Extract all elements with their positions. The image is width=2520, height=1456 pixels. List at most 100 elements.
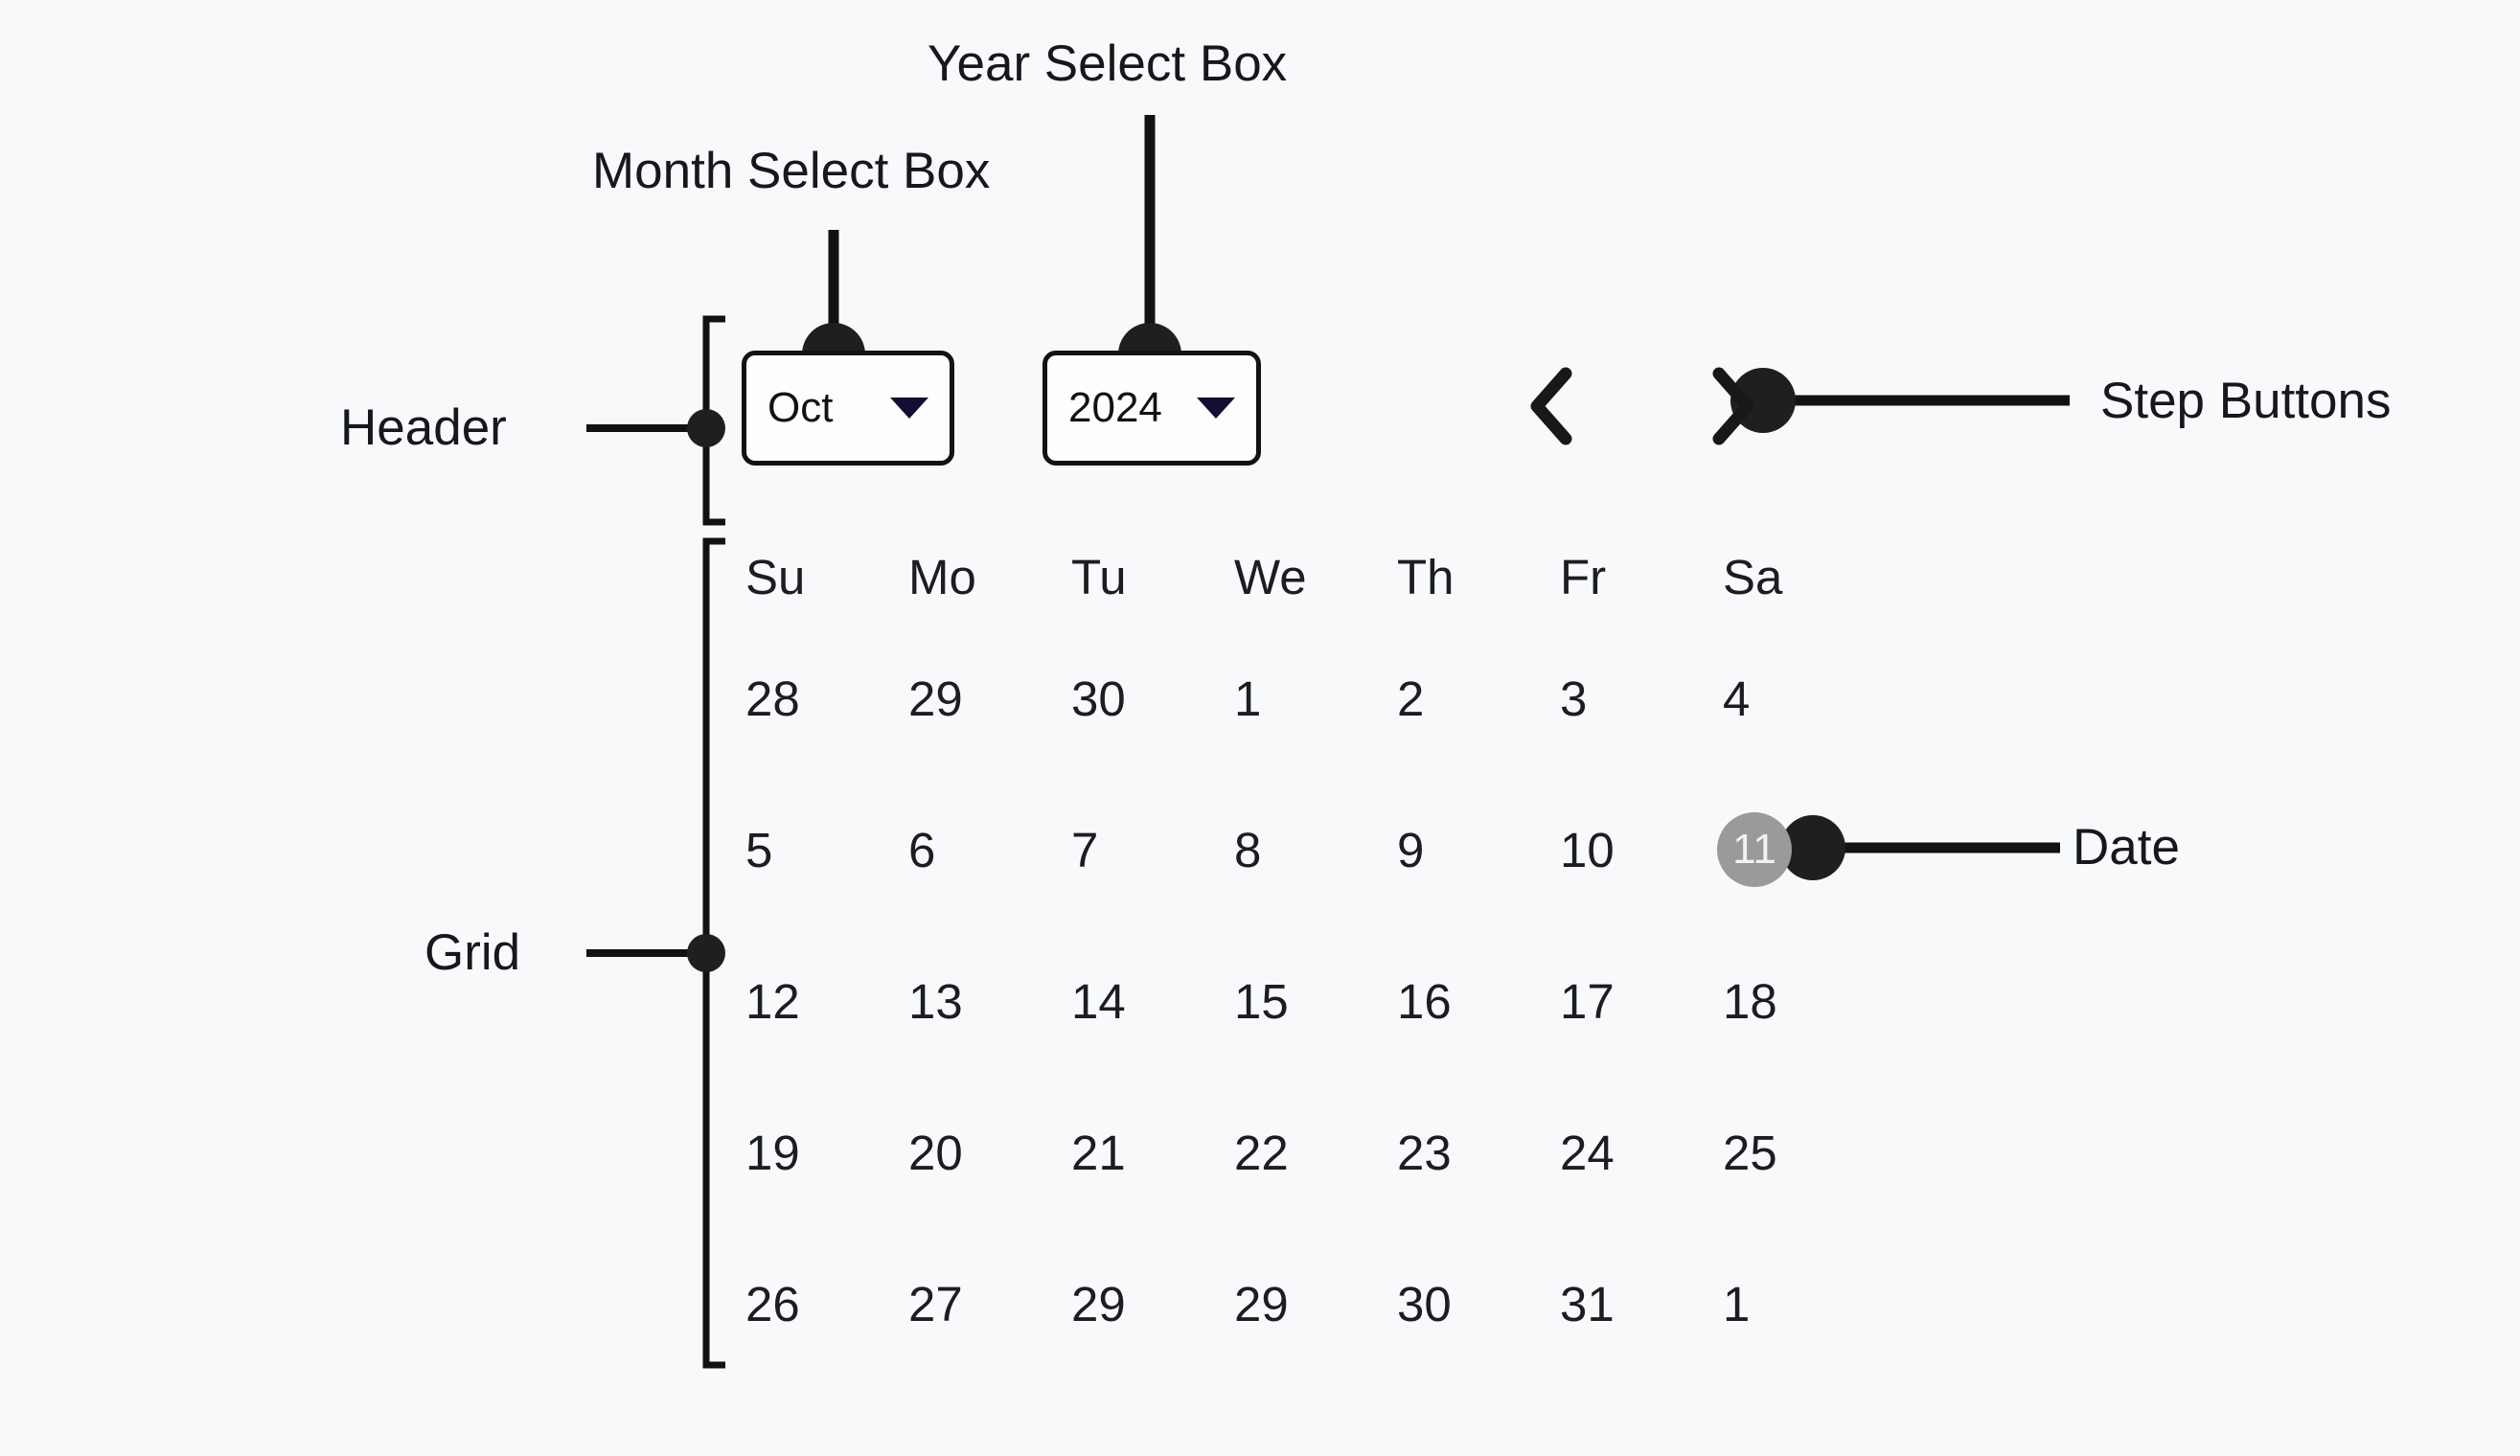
- day-number: 25: [1723, 1125, 1777, 1180]
- day-cell[interactable]: 7: [1064, 774, 1226, 925]
- week-row: 19 20 21 22 23 24 25: [738, 1077, 1849, 1228]
- day-number: 29: [1071, 1276, 1126, 1331]
- day-number: 1: [1723, 1276, 1751, 1331]
- day-number: 18: [1723, 973, 1777, 1029]
- grid-callout-dot: [687, 934, 725, 972]
- day-cell[interactable]: 14: [1064, 925, 1226, 1077]
- day-cell-selected[interactable]: 11: [1715, 774, 1878, 925]
- day-number: 30: [1397, 1276, 1452, 1331]
- weekday-label-tu: Tu: [1071, 549, 1127, 604]
- day-number: 21: [1071, 1125, 1126, 1180]
- day-cell[interactable]: 4: [1715, 623, 1878, 774]
- day-cell[interactable]: 29: [1064, 1228, 1226, 1379]
- day-cell[interactable]: 1: [1715, 1228, 1878, 1379]
- day-cell[interactable]: 21: [1064, 1077, 1226, 1228]
- day-number: 28: [745, 671, 800, 726]
- day-number: 5: [745, 822, 773, 877]
- day-number: 10: [1560, 822, 1615, 877]
- day-cell[interactable]: 30: [1064, 623, 1226, 774]
- day-number: 17: [1560, 973, 1615, 1029]
- annotation-year-select-box: Year Select Box: [928, 35, 1288, 92]
- next-month-button[interactable]: [1686, 358, 1778, 454]
- annotation-step-buttons: Step Buttons: [2100, 373, 2392, 429]
- day-number: 19: [745, 1125, 800, 1180]
- day-number: 9: [1397, 822, 1425, 877]
- header-bracket: [702, 315, 725, 526]
- month-select-value: Oct: [767, 384, 834, 431]
- day-cell[interactable]: 16: [1389, 925, 1552, 1077]
- day-cell[interactable]: 18: [1715, 925, 1878, 1077]
- weekday-label-sa: Sa: [1723, 549, 1783, 604]
- day-number: 8: [1234, 822, 1262, 877]
- day-number: 30: [1071, 671, 1126, 726]
- week-row: 26 27 29 29 30 31 1: [738, 1228, 1849, 1379]
- day-number: 23: [1397, 1125, 1452, 1180]
- weekday-label-we: We: [1234, 549, 1307, 604]
- day-cell[interactable]: 8: [1226, 774, 1389, 925]
- chevron-right-icon: [1712, 367, 1754, 445]
- day-cell[interactable]: 5: [738, 774, 901, 925]
- day-number: 15: [1234, 973, 1289, 1029]
- day-cell[interactable]: 12: [738, 925, 901, 1077]
- day-number: 6: [908, 822, 936, 877]
- weekday-label-fr: Fr: [1560, 549, 1607, 604]
- day-number: 11: [1717, 812, 1792, 887]
- day-cell[interactable]: 31: [1552, 1228, 1715, 1379]
- day-number: 3: [1560, 671, 1588, 726]
- weekday-label-th: Th: [1397, 549, 1455, 604]
- day-cell[interactable]: 20: [901, 1077, 1064, 1228]
- annotation-date: Date: [2073, 819, 2180, 876]
- day-number: 31: [1560, 1276, 1615, 1331]
- header-callout-dot: [687, 409, 725, 447]
- day-cell[interactable]: 28: [738, 623, 901, 774]
- annotation-header: Header: [340, 399, 507, 456]
- weekday-label-mo: Mo: [908, 549, 976, 604]
- day-cell[interactable]: 27: [901, 1228, 1064, 1379]
- day-cell[interactable]: 10: [1552, 774, 1715, 925]
- grid-bracket: [702, 537, 725, 1369]
- day-cell[interactable]: 9: [1389, 774, 1552, 925]
- prev-month-button[interactable]: [1504, 358, 1596, 454]
- day-cell[interactable]: 3: [1552, 623, 1715, 774]
- day-cell[interactable]: 13: [901, 925, 1064, 1077]
- day-cell[interactable]: 23: [1389, 1077, 1552, 1228]
- chevron-down-icon: [890, 398, 928, 419]
- day-cell[interactable]: 1: [1226, 623, 1389, 774]
- day-cell[interactable]: 22: [1226, 1077, 1389, 1228]
- month-select-box[interactable]: Oct: [742, 351, 954, 466]
- day-number: 13: [908, 973, 963, 1029]
- day-cell[interactable]: 2: [1389, 623, 1552, 774]
- year-select-value: 2024: [1068, 384, 1162, 431]
- day-number: 22: [1234, 1125, 1289, 1180]
- day-cell[interactable]: 30: [1389, 1228, 1552, 1379]
- annotation-month-select-box: Month Select Box: [592, 143, 991, 199]
- day-cell[interactable]: 29: [1226, 1228, 1389, 1379]
- day-cell[interactable]: 24: [1552, 1077, 1715, 1228]
- day-cell[interactable]: 25: [1715, 1077, 1878, 1228]
- day-number: 20: [908, 1125, 963, 1180]
- day-number: 26: [745, 1276, 800, 1331]
- day-number: 24: [1560, 1125, 1615, 1180]
- year-select-box[interactable]: 2024: [1042, 351, 1261, 466]
- day-number: 14: [1071, 973, 1126, 1029]
- day-cell[interactable]: 26: [738, 1228, 901, 1379]
- chevron-left-icon: [1530, 367, 1572, 445]
- day-number: 4: [1723, 671, 1751, 726]
- day-cell[interactable]: 15: [1226, 925, 1389, 1077]
- day-cell[interactable]: 17: [1552, 925, 1715, 1077]
- day-number: 27: [908, 1276, 963, 1331]
- annotation-grid: Grid: [424, 924, 521, 981]
- day-cell[interactable]: 29: [901, 623, 1064, 774]
- day-number: 2: [1397, 671, 1425, 726]
- day-cell[interactable]: 6: [901, 774, 1064, 925]
- day-number: 29: [1234, 1276, 1289, 1331]
- day-number: 12: [745, 973, 800, 1029]
- day-cell[interactable]: 19: [738, 1077, 901, 1228]
